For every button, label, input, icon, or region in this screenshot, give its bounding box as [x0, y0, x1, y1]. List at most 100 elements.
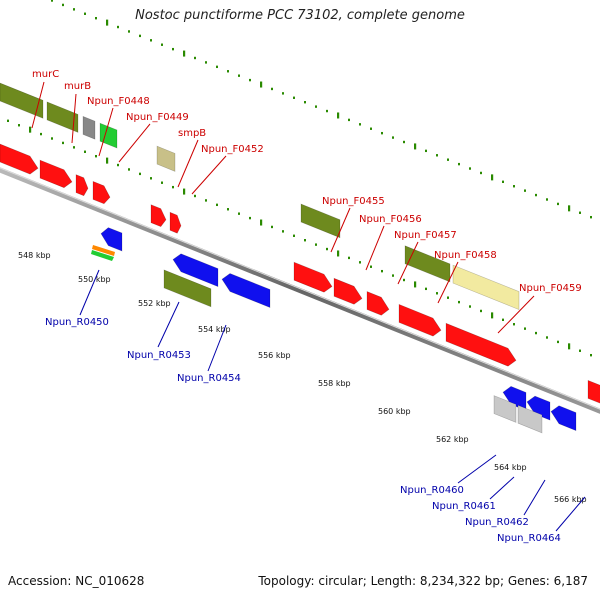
track-tick — [491, 312, 494, 319]
gene-f0448-box[interactable] — [82, 115, 96, 140]
gene-arrow-12[interactable] — [587, 379, 600, 404]
leader-line — [207, 324, 227, 372]
gene-r0450-orange[interactable] — [92, 245, 115, 256]
forward-gene-label[interactable]: murB — [64, 81, 91, 92]
gene-arrow-9[interactable] — [366, 291, 390, 316]
gene-f0449-box[interactable] — [99, 122, 118, 149]
gene-r0461-box[interactable] — [517, 404, 543, 434]
track-tick — [95, 16, 97, 20]
track-tick — [117, 163, 119, 167]
gene-features[interactable] — [0, 82, 600, 434]
gene-arrow-6[interactable] — [169, 211, 182, 234]
track-tick — [139, 172, 141, 176]
track-tick — [469, 305, 471, 308]
reverse-gene-label[interactable]: Npun_R0464 — [497, 533, 561, 544]
gene-r0460-box[interactable] — [493, 395, 517, 423]
forward-gene-label[interactable]: smpB — [178, 128, 206, 139]
track-tick — [205, 61, 207, 64]
track-tick — [557, 202, 559, 206]
track-tick — [260, 219, 263, 226]
forward-gene-label[interactable]: Npun_F0459 — [519, 283, 582, 294]
track-tick — [161, 181, 163, 184]
gene-arrow-3[interactable] — [75, 174, 89, 197]
gene-murb-box[interactable] — [46, 101, 79, 133]
leader-line — [98, 107, 114, 157]
kbp-tick-label: 552 kbp — [138, 299, 171, 308]
page-title: Nostoc punctiforme PCC 73102, complete g… — [135, 8, 465, 23]
kbp-tick-label: 554 kbp — [198, 325, 231, 334]
reverse-gene-label[interactable]: Npun_R0453 — [127, 350, 191, 361]
kbp-tick-label: 562 kbp — [436, 435, 469, 444]
leader-line — [71, 93, 77, 144]
reverse-gene-label[interactable]: Npun_R0461 — [432, 501, 496, 512]
track-tick — [282, 230, 284, 233]
forward-gene-label[interactable]: Npun_F0455 — [322, 196, 385, 207]
gene-f0457-box[interactable] — [404, 245, 451, 283]
track-tick — [183, 50, 186, 57]
track-tick — [51, 0, 53, 2]
track-tick — [106, 157, 109, 164]
leader-line — [397, 241, 419, 285]
track-tick — [282, 92, 284, 95]
track-tick — [469, 167, 471, 170]
track-tick — [491, 174, 494, 181]
gene-r0453-box[interactable] — [163, 269, 212, 308]
gene-arrow-1[interactable] — [0, 143, 39, 175]
forward-gene-label[interactable]: Npun_F0449 — [126, 112, 189, 123]
reverse-gene-label[interactable]: Npun_R0450 — [45, 317, 109, 328]
gene-r0462-arrow[interactable] — [550, 405, 577, 432]
track-tick — [326, 247, 328, 251]
gene-arrow-2[interactable] — [39, 159, 73, 189]
track-tick — [414, 281, 417, 288]
forward-gene-label[interactable]: Npun_F0458 — [434, 250, 497, 261]
gene-f0455-box[interactable] — [300, 203, 341, 239]
gene-r0450-green[interactable] — [91, 250, 114, 261]
track-tick — [447, 296, 449, 299]
reverse-gene-label[interactable]: Npun_R0454 — [177, 373, 241, 384]
forward-gene-label[interactable]: murC — [32, 69, 59, 80]
track-tick — [84, 12, 86, 15]
forward-gene-label[interactable]: Npun_F0456 — [359, 214, 422, 225]
track-tick — [29, 126, 32, 133]
gene-arrow-7[interactable] — [293, 261, 333, 293]
gene-r0454-arrow[interactable] — [221, 273, 271, 308]
gene-r0450-arrow[interactable] — [100, 227, 123, 252]
track-tick — [139, 34, 141, 38]
track-tick — [73, 8, 75, 11]
gene-murc-box[interactable] — [0, 82, 44, 119]
kbp-tick-label: 550 kbp — [78, 275, 111, 284]
kbp-tick-label: 556 kbp — [258, 351, 291, 360]
gene-arrow-11[interactable] — [445, 322, 517, 367]
gene-f0459-box[interactable] — [452, 264, 520, 311]
forward-gene-label[interactable]: Npun_F0452 — [201, 144, 264, 155]
track-tick — [249, 216, 251, 220]
track-tick — [7, 119, 9, 123]
track-tick — [128, 30, 130, 33]
forward-gene-label[interactable]: Npun_F0448 — [87, 96, 150, 107]
kbp-tick-label: 548 kbp — [18, 251, 51, 260]
track-tick — [260, 81, 263, 88]
gene-arrow-5[interactable] — [150, 204, 167, 227]
gene-arrow-4[interactable] — [92, 180, 111, 205]
forward-gene-label[interactable]: Npun_F0457 — [394, 230, 457, 241]
track-tick — [304, 101, 306, 104]
gene-r0453-arrow[interactable] — [172, 253, 219, 288]
track-tick — [150, 39, 152, 42]
gene-arrow-8[interactable] — [333, 277, 363, 305]
track-tick — [62, 141, 64, 145]
reverse-gene-label[interactable]: Npun_R0460 — [400, 485, 464, 496]
track-tick — [579, 349, 581, 352]
track-tick — [370, 127, 372, 130]
gene-smpb-box[interactable] — [156, 145, 176, 172]
leader-line — [523, 479, 546, 516]
track-tick — [18, 124, 20, 127]
gene-arrow-10[interactable] — [398, 303, 442, 337]
track-tick — [359, 261, 361, 264]
track-tick — [458, 162, 460, 166]
track-tick — [348, 256, 350, 260]
track-tick — [271, 87, 273, 91]
reverse-gene-label[interactable]: Npun_R0462 — [465, 517, 529, 528]
track-tick — [447, 158, 449, 161]
